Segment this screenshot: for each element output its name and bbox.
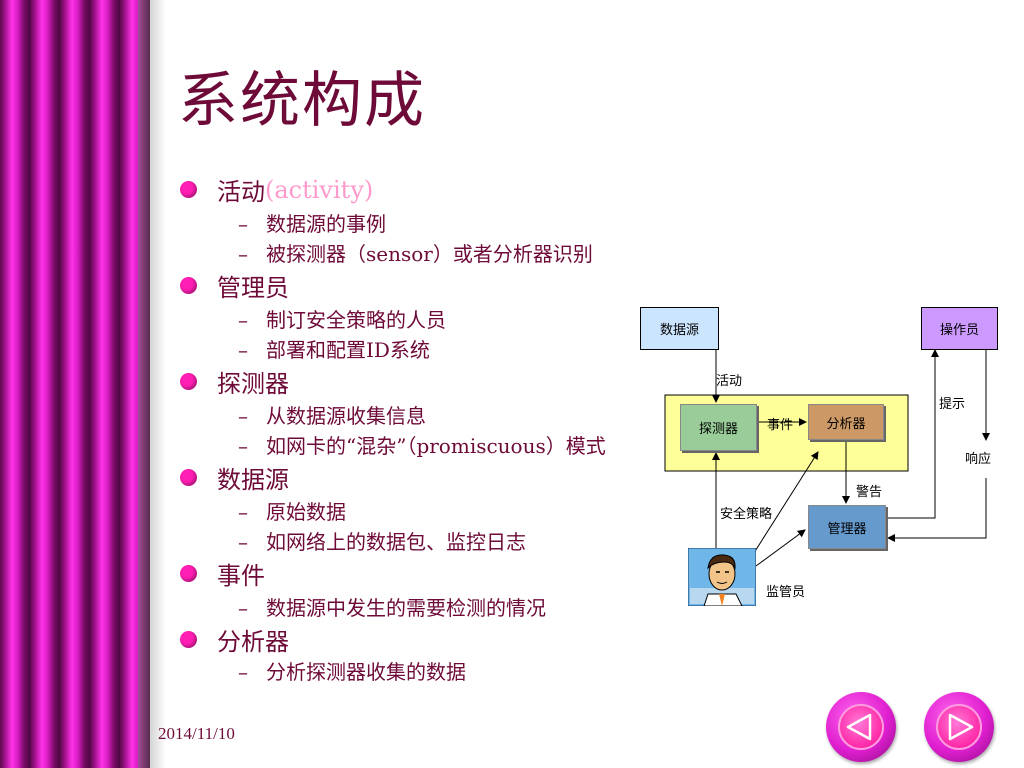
arrow-admin-manager	[755, 529, 806, 567]
bullet-item-datasource: 数据源	[180, 460, 289, 495]
decorative-band-shadow	[138, 0, 166, 768]
slide-title: 系统构成	[178, 66, 426, 136]
bullet-label-suffix: (activity)	[265, 175, 374, 204]
bullet-dot-icon	[180, 565, 197, 582]
sub-item: –从数据源收集信息	[238, 400, 426, 429]
arrow-policy-analyzer	[751, 451, 819, 557]
label-admin: 监管员	[766, 585, 806, 600]
label-alert: 警告	[856, 485, 883, 500]
sub-item: –被探测器（sensor）或者分析器识别	[238, 238, 593, 267]
bullet-dot-icon	[180, 631, 197, 648]
sub-item: –数据源中发生的需要检测的情况	[238, 592, 546, 621]
bullet-label: 事件	[217, 562, 265, 590]
bullet-label: 数据源	[217, 466, 289, 494]
bullet-label: 管理员	[217, 274, 289, 302]
event-zone-container	[664, 394, 909, 472]
arrow-right-icon	[948, 713, 974, 741]
dash-icon: –	[238, 242, 248, 266]
sub-item-text: 分析探测器收集的数据	[266, 660, 466, 684]
prev-button-face	[838, 704, 884, 750]
sub-item-text: 数据源的事例	[266, 212, 386, 236]
label-event: 事件	[767, 418, 794, 433]
admin-person-icon	[688, 548, 756, 606]
label-activity: 活动	[716, 374, 743, 389]
label-response: 响应	[965, 452, 992, 467]
sub-item: –部署和配置ID系统	[238, 334, 430, 363]
dash-icon: –	[238, 596, 248, 620]
sub-item-text: 如网络上的数据包、监控日志	[266, 530, 526, 554]
sub-item: –分析探测器收集的数据	[238, 656, 466, 685]
node-datasource: 数据源	[640, 307, 719, 350]
sub-item-text: 部署和配置ID系统	[266, 338, 430, 362]
sub-item-text: 原始数据	[266, 500, 346, 524]
arrow-response	[887, 478, 987, 542]
bullet-dot-icon	[180, 181, 197, 198]
sub-item: –数据源的事例	[238, 208, 386, 237]
node-operator: 操作员	[921, 307, 998, 350]
node-manager: 管理器	[808, 505, 886, 549]
node-analyzer: 分析器	[808, 404, 884, 440]
bullet-item-activity: 活动(activity)	[180, 172, 373, 207]
bullet-dot-icon	[180, 373, 197, 390]
dash-icon: –	[238, 308, 248, 332]
arrow-left-icon	[846, 713, 872, 741]
prev-slide-button[interactable]	[826, 692, 896, 762]
next-slide-button[interactable]	[924, 692, 994, 762]
sub-item-text: 制订安全策略的人员	[266, 308, 446, 332]
sub-item-text: 被探测器（sensor）或者分析器识别	[266, 242, 593, 266]
bullet-label: 活动	[217, 178, 265, 206]
label-policy: 安全策略	[720, 507, 773, 522]
next-button-face	[936, 704, 982, 750]
bullet-item-analyzer: 分析器	[180, 622, 289, 657]
bullet-dot-icon	[180, 469, 197, 486]
sub-item-text: 数据源中发生的需要检测的情况	[266, 596, 546, 620]
dash-icon: –	[238, 404, 248, 428]
bullet-label: 分析器	[217, 628, 289, 656]
label-notify: 提示	[939, 397, 966, 412]
footer-date: 2014/11/10	[158, 724, 235, 743]
bullet-item-admin: 管理员	[180, 268, 289, 303]
bullet-item-event: 事件	[180, 556, 265, 591]
node-sensor: 探测器	[680, 404, 757, 451]
sub-item: –如网络上的数据包、监控日志	[238, 526, 526, 555]
dash-icon: –	[238, 500, 248, 524]
sub-item-text: 从数据源收集信息	[266, 404, 426, 428]
dash-icon: –	[238, 338, 248, 362]
dash-icon: –	[238, 434, 248, 458]
decorative-left-band	[0, 0, 150, 768]
dash-icon: –	[238, 530, 248, 554]
bullet-dot-icon	[180, 277, 197, 294]
sub-item: –如网卡的“混杂”（promiscuous）模式	[238, 430, 606, 459]
sub-item: –原始数据	[238, 496, 346, 525]
dash-icon: –	[238, 660, 248, 684]
bullet-item-sensor: 探测器	[180, 364, 289, 399]
sub-item: –制订安全策略的人员	[238, 304, 446, 333]
sub-item-text: 如网卡的“混杂”（promiscuous）模式	[266, 434, 606, 458]
dash-icon: –	[238, 212, 248, 236]
arrow-notify	[886, 349, 939, 519]
bullet-label: 探测器	[217, 370, 289, 398]
